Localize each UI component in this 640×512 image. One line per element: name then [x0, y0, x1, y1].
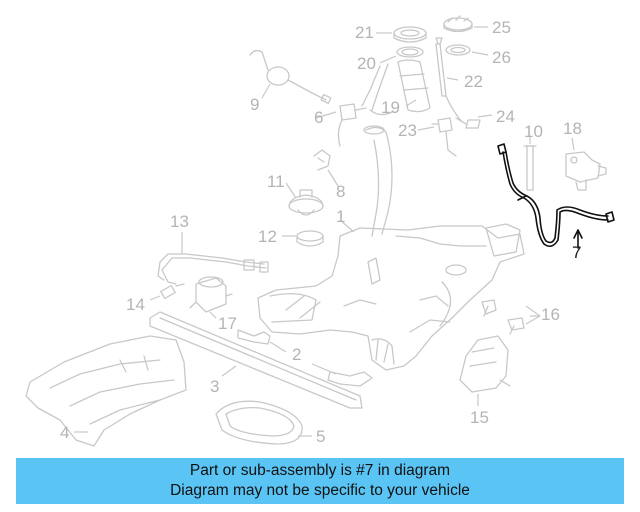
callout-7-highlighted: 7 [572, 243, 582, 262]
part-8-clamp [313, 149, 331, 171]
callout-21: 21 [355, 23, 374, 42]
part-3-crossmember [149, 311, 363, 409]
part-23-bracket [431, 117, 457, 157]
part-15-shield [459, 335, 511, 393]
callout-9: 9 [250, 95, 260, 114]
callout-20: 20 [357, 54, 376, 73]
part-4-heat-shield [25, 335, 187, 447]
callout-6: 6 [314, 108, 324, 127]
callout-8: 8 [336, 182, 346, 201]
callout-18: 18 [563, 119, 582, 138]
part-6-valve [337, 103, 367, 147]
callout-24: 24 [496, 107, 515, 126]
part-19-pump-module [361, 59, 431, 116]
callout-14: 14 [126, 295, 145, 314]
info-banner: Part or sub-assembly is #7 in diagram Di… [16, 458, 624, 504]
callout-22: 22 [464, 72, 483, 91]
part-18-valve [565, 151, 607, 191]
callout-26: 26 [492, 48, 511, 67]
part-13-fuel-lines [157, 253, 269, 285]
callout-10: 10 [524, 122, 543, 141]
callout-25: 25 [492, 18, 511, 37]
banner-line-part-number: Part or sub-assembly is #7 in diagram [189, 462, 451, 479]
callout-5: 5 [316, 427, 326, 446]
part-20-seal-ring [396, 46, 424, 58]
callout-11: 11 [267, 172, 285, 191]
callout-17: 17 [218, 314, 237, 333]
part-10-rod [523, 145, 537, 191]
part-12-ring [296, 230, 324, 247]
callout-23: 23 [398, 121, 417, 140]
callout-12: 12 [258, 227, 277, 246]
callout-1: 1 [336, 207, 346, 226]
part-26-seal [445, 44, 471, 56]
callout-4: 4 [60, 423, 70, 442]
exploded-parts-diagram [25, 15, 615, 447]
part-24-line [455, 117, 481, 129]
part-22-level-sender [435, 37, 463, 123]
part-25-lock-cap [443, 15, 473, 33]
part-17-fuel-filter [189, 276, 233, 313]
part-21-sender-cap [393, 26, 427, 43]
callout-2: 2 [292, 345, 302, 364]
part-7-vent-hose-highlighted [497, 143, 615, 249]
leader-lines [74, 26, 575, 437]
part-9-breather-hose [249, 49, 332, 105]
callout-15: 15 [470, 408, 489, 427]
part-2-straps [237, 329, 373, 387]
part-5-access-cover [215, 400, 303, 445]
callout-3: 3 [210, 377, 220, 396]
part-14-connector [160, 283, 185, 300]
callout-13: 13 [170, 212, 189, 231]
banner-line-disclaimer: Diagram may not be specific to your vehi… [170, 482, 470, 499]
part-11-cap [288, 189, 324, 216]
callout-16: 16 [541, 305, 560, 324]
part-16-brackets [481, 299, 525, 335]
callout-19: 19 [381, 98, 400, 117]
part-1-fuel-tank [257, 125, 525, 371]
